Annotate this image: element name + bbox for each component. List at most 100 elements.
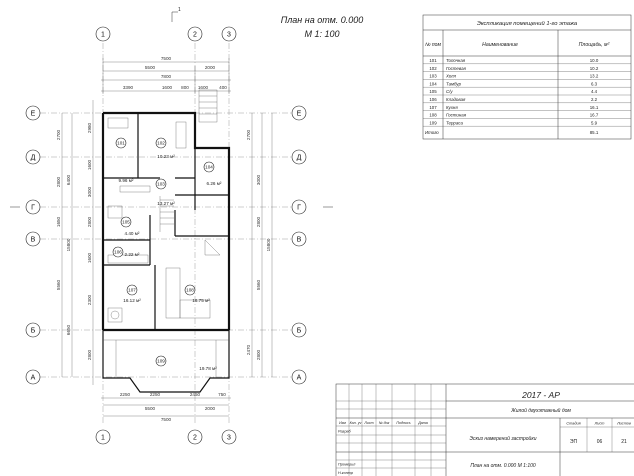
table-row: 101 Топочная 10.0 [423,58,631,64]
col-area-header: Площадь, м² [579,42,610,48]
axis-marker-1: 1 1 [95,26,111,445]
svg-text:Д: Д [31,155,36,162]
axis-marker-B: Б Б [25,322,307,338]
svg-text:2.2: 2.2 [591,97,598,102]
plan-title: План на отм. 0.000 [281,15,364,25]
svg-text:Кухня: Кухня [446,105,458,110]
svg-text:3000: 3000 [87,186,92,197]
dimensions-top: 7500 5500 2000 7800 3390 1600 800 1600 4… [101,56,231,94]
axis-marker-D: Д Д [25,149,307,165]
svg-text:2470: 2470 [246,344,251,355]
svg-text:Терраса: Терраса [446,120,463,125]
explication-title: Экспликация помещений 1-го этажа [477,20,578,27]
svg-text:2300: 2300 [87,294,92,305]
svg-text:Кол. уч: Кол. уч [350,421,362,425]
room-109: 109 19.78 м² [155,355,217,371]
svg-text:5560: 5560 [256,279,261,290]
svg-text:9.96 м²: 9.96 м² [119,178,134,183]
svg-text:Д: Д [297,155,302,162]
svg-text:Б: Б [31,328,36,335]
svg-text:В: В [31,237,36,244]
stamp-sheet: 06 [597,439,603,445]
svg-text:101: 101 [429,58,437,63]
table-row: 107 Кухня 16.1 [423,105,631,111]
svg-text:Топочная: Топочная [446,58,466,63]
svg-text:Н.контр: Н.контр [338,471,353,475]
svg-text:103: 103 [157,182,165,187]
stamp-sheet-title: Эскиз намерений застройки [470,435,537,442]
svg-text:3000: 3000 [256,174,261,185]
svg-text:1600: 1600 [198,85,209,90]
svg-text:Холл: Холл [445,74,457,79]
svg-text:10.0: 10.0 [590,58,599,63]
svg-text:Листов: Листов [616,422,631,426]
svg-text:5500: 5500 [145,406,156,411]
stamp-project: Жилой двухэтажный дом [510,407,571,414]
svg-text:Проверил: Проверил [338,463,356,467]
svg-text:85.1: 85.1 [590,130,599,135]
svg-text:16.1: 16.1 [590,105,599,110]
building-walls [101,89,231,393]
room-102: 102 10.23 м² [155,137,175,159]
svg-text:109: 109 [157,359,165,364]
svg-text:19.78 м²: 19.78 м² [199,366,217,371]
svg-text:1: 1 [101,32,105,39]
room-104: 104 6.26 м² [203,161,222,186]
axis-marker-A: А А [25,369,307,385]
svg-text:1650: 1650 [56,216,61,227]
svg-text:102: 102 [429,66,437,71]
section-mark-top: 1 [178,7,181,13]
svg-text:108: 108 [429,113,437,118]
svg-text:107: 107 [429,105,437,110]
svg-text:2: 2 [193,32,197,39]
svg-text:А: А [297,375,302,382]
svg-text:1600: 1600 [162,85,173,90]
svg-text:1: 1 [101,435,105,442]
svg-text:750: 750 [218,392,226,397]
table-row: 108 Гостиная 16.7 [423,113,631,119]
svg-text:5560: 5560 [56,279,61,290]
svg-text:Изм: Изм [339,421,346,425]
svg-text:3390: 3390 [123,85,134,90]
svg-text:15800: 15800 [266,238,271,251]
dimensions-bottom: 2250 2250 2450 750 5500 2000 7500 [101,392,231,422]
svg-text:400: 400 [219,85,227,90]
svg-text:105: 105 [429,89,437,94]
stamp-drawing-title: План на отм. 0.000 М 1:100 [470,463,536,469]
svg-text:2250: 2250 [150,392,161,397]
table-row: 103 Холл 13.2 [423,74,631,80]
axis-marker-E: Е Е [25,105,307,121]
svg-text:2000: 2000 [205,65,216,70]
table-row: 106 Кладовая 2.2 [423,97,631,103]
svg-text:4.40 м²: 4.40 м² [125,231,140,236]
room-103: 103 13.27 м² [155,178,175,206]
svg-text:7500: 7500 [161,417,172,422]
axis-marker-V: В В [25,231,307,247]
svg-text:106: 106 [114,250,122,255]
svg-text:3: 3 [227,435,231,442]
svg-text:4.4: 4.4 [591,89,598,94]
table-row: 104 Тамбур 6.3 [423,81,631,88]
svg-text:16.7: 16.7 [590,113,599,118]
svg-text:2980: 2980 [87,122,92,133]
svg-text:108: 108 [186,288,194,293]
svg-text:Тамбур: Тамбур [446,81,462,86]
table-total-row: Итого 85.1 [425,130,599,135]
svg-text:2800: 2800 [87,349,92,360]
svg-text:5500: 5500 [145,65,156,70]
stamp-stage: ЭП [570,439,578,445]
dimensions-right: 2700 3000 2800 2470 2800 15800 5560 [246,113,273,377]
svg-text:2700: 2700 [56,129,61,140]
svg-text:Итого: Итого [425,130,439,135]
plan-scale: М 1: 100 [304,29,339,39]
svg-text:В: В [297,237,302,244]
svg-text:Е: Е [297,111,302,118]
svg-text:101: 101 [117,141,125,146]
svg-text:3: 3 [227,32,231,39]
svg-text:Разраб: Разраб [338,430,352,434]
svg-text:Гостевая: Гостевая [446,66,467,71]
svg-text:2450: 2450 [190,392,201,397]
svg-text:104: 104 [429,81,437,86]
svg-text:105: 105 [122,220,130,225]
svg-text:2800: 2800 [56,176,61,187]
